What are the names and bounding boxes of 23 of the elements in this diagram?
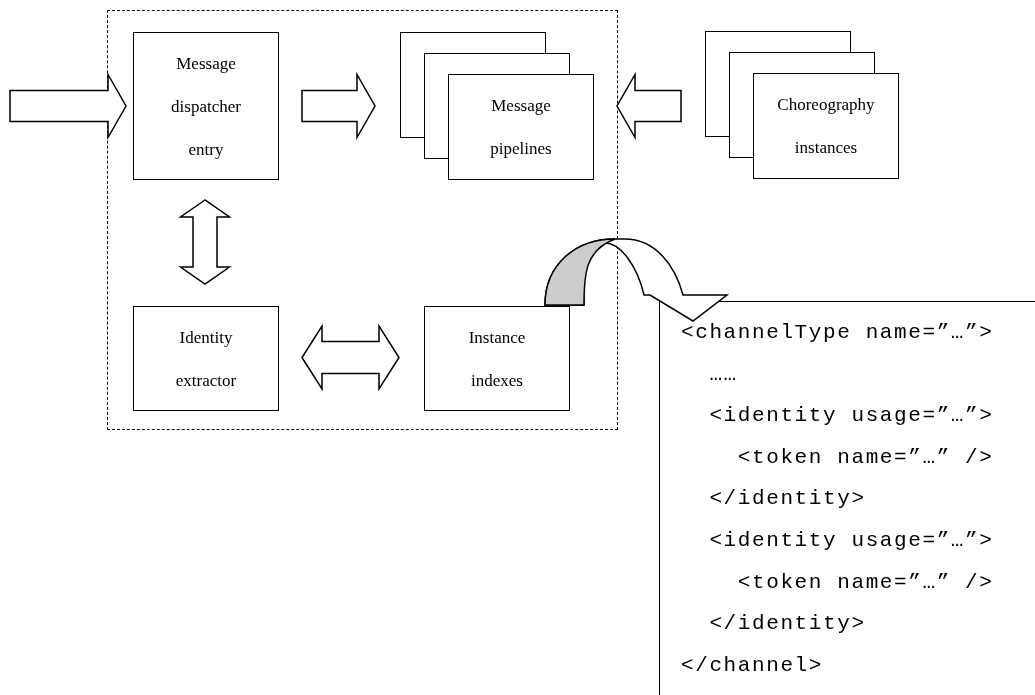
block-arrow [9, 71, 127, 141]
code-line: </identity> [708, 611, 866, 638]
code-line: <identity usage=”…”> [708, 527, 994, 554]
process-box [133, 306, 279, 411]
process-box [133, 32, 279, 180]
code-line: …… [708, 361, 738, 388]
code-line: </identity> [708, 486, 866, 513]
code-panel [659, 301, 1035, 695]
box-label: Message dispatcher entry [170, 52, 242, 161]
code-line: <channelType name=”…”> [681, 320, 994, 346]
double-block-arrow [178, 199, 232, 285]
box-label: Instance indexes [467, 326, 527, 392]
code-line: </channel> [681, 652, 824, 679]
code-line: <token name=”…” /> [736, 444, 994, 471]
box-label: Identity extractor [174, 326, 238, 392]
process-box [424, 306, 570, 411]
block-arrow [301, 71, 376, 141]
block-arrow [616, 71, 682, 141]
code-line: <token name=”…” /> [736, 569, 994, 596]
double-block-arrow [301, 323, 400, 392]
box-label: Choreography instances [776, 94, 876, 159]
code-line: <identity usage=”…”> [708, 403, 994, 430]
box-label: Message pipelines [489, 95, 553, 160]
